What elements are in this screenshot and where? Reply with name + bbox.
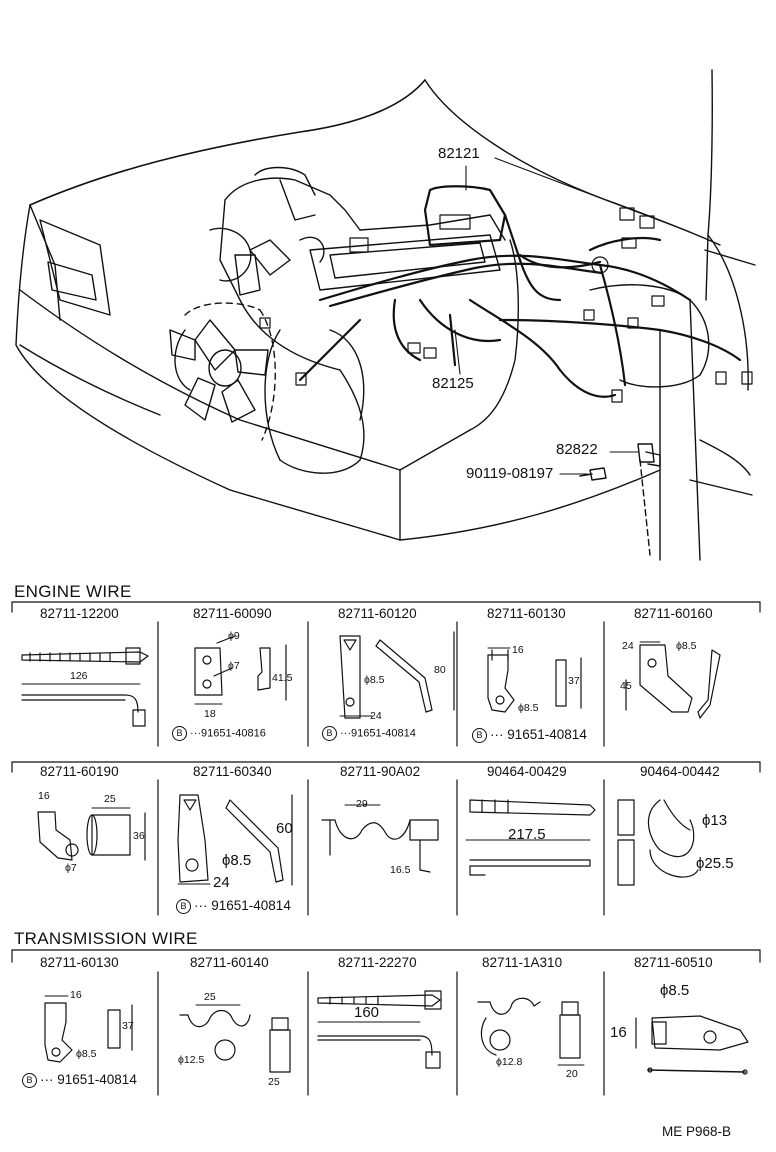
vehicle-body-outline: [15, 69, 756, 561]
dimension-label: 24: [622, 640, 634, 652]
part-82711-60120-drawing: [339, 631, 455, 719]
dimension-label: 16: [38, 790, 50, 802]
dimension-label: 24: [213, 874, 230, 891]
callout-82125: 82125: [432, 375, 474, 392]
part-90464-00429-drawing: [465, 799, 596, 876]
dimension-label: 217.5: [508, 826, 546, 843]
dimension-label: 126: [70, 670, 88, 682]
part-number: 82711-60510: [634, 955, 713, 970]
bracket-82822: [637, 443, 661, 467]
part-number: 82711-60130: [487, 606, 566, 621]
dimension-label: ϕ12.5: [178, 1054, 205, 1066]
part-number: 82711-22270: [338, 955, 417, 970]
dimension-label: 20: [566, 1068, 578, 1080]
part-82711-22270-drawing: [317, 990, 442, 1069]
dimension-label: 16.5: [390, 864, 411, 876]
dimension-label: ϕ25.5: [696, 855, 734, 872]
transmission-wire-section-title: TRANSMISSION WIRE: [14, 929, 198, 948]
part-number: 82711-60120: [338, 606, 417, 621]
part-number: 82711-60340: [193, 764, 272, 779]
bolt-marker: B: [322, 726, 337, 741]
part-82711-12200-drawing: [21, 647, 149, 727]
dimension-label: 16: [512, 644, 524, 656]
dimension-label: 160: [354, 1004, 380, 1021]
dimension-label: ϕ13: [702, 812, 728, 829]
part-90464-00442-drawing: [617, 799, 699, 886]
dimension-label: 37: [122, 1020, 134, 1032]
dimension-label: 18: [204, 708, 216, 720]
bolt-reference: B··· 91651-40814: [22, 1072, 137, 1088]
dimension-label: ϕ8.5: [660, 982, 690, 999]
bolt-marker: B: [176, 898, 191, 914]
part-82711-60190-drawing: [37, 807, 146, 861]
bolt-reference: B··· 91651-40814: [472, 727, 587, 743]
bolt-marker: B: [22, 1072, 37, 1088]
engine-wire-section-title: ENGINE WIRE: [14, 582, 132, 601]
dimension-label: ϕ9: [228, 630, 240, 642]
figure-code: ME P968-B: [662, 1124, 732, 1139]
part-82711-60510-drawing: [635, 1015, 749, 1075]
dimension-label: 16: [70, 989, 82, 1001]
dimension-label: 36: [133, 830, 145, 842]
part-number: 82711-90A02: [340, 764, 421, 779]
dimension-label: 41.5: [272, 672, 293, 684]
bolt-90119: [579, 467, 607, 481]
dimension-label: ϕ7: [228, 660, 240, 672]
dimension-label: ϕ8.5: [76, 1048, 97, 1060]
dimension-label: 37: [568, 675, 580, 687]
part-number: 82711-60160: [634, 606, 713, 621]
wiring-harness: [298, 185, 742, 398]
part-number: 82711-60140: [190, 955, 269, 970]
dimension-label: 80: [434, 664, 446, 676]
cooling-fan: [169, 302, 276, 441]
dimension-label: ϕ8.5: [676, 640, 697, 652]
section-frames: [11, 601, 761, 1096]
bolt-reference: B···91651-40816: [172, 726, 266, 741]
callout-82822: 82822: [556, 441, 598, 458]
part-82711-60090-drawing: [194, 635, 287, 705]
part-82711-60130-drawing: [487, 647, 582, 713]
part-82711-1A310-drawing: [477, 997, 585, 1066]
part-82711-60130-trans-drawing: [44, 995, 133, 1063]
dimension-label: 16: [610, 1024, 627, 1041]
bolt-reference: B··· 91651-40814: [176, 898, 291, 914]
dimension-label: 45: [620, 680, 632, 692]
part-number: 90464-00442: [640, 764, 720, 779]
part-number: 82711-1A310: [482, 955, 563, 970]
dimension-label: 25: [204, 991, 216, 1003]
callout-90119-08197: 90119-08197: [466, 465, 554, 482]
callout-leaders: [454, 157, 691, 475]
dimension-label: 25: [104, 793, 116, 805]
dimension-label: 25: [268, 1076, 280, 1088]
part-82711-90A02-drawing: [321, 804, 439, 873]
part-82711-60160-drawing: [625, 641, 721, 719]
dimension-label: ϕ8.5: [222, 852, 252, 869]
dimension-label: ϕ12.8: [496, 1056, 523, 1068]
part-number: 82711-12200: [40, 606, 119, 621]
bolt-reference: B···91651-40814: [322, 726, 416, 741]
dimension-label: ϕ8.5: [518, 702, 539, 714]
part-number: 82711-60130: [40, 955, 119, 970]
dimension-label: 24: [370, 710, 382, 722]
dimension-label: ϕ8.5: [364, 674, 385, 686]
dimension-label: 29: [356, 798, 368, 810]
dimension-label: ϕ7: [65, 862, 77, 874]
part-number: 82711-60190: [40, 764, 119, 779]
part-number: 82711-60090: [193, 606, 272, 621]
part-82711-60140-drawing: [179, 1004, 291, 1073]
callout-82121: 82121: [438, 145, 480, 162]
part-number: 90464-00429: [487, 764, 567, 779]
bolt-marker: B: [472, 727, 487, 743]
dimension-label: 60: [276, 820, 293, 837]
bolt-marker: B: [172, 726, 187, 741]
part-82711-60340-drawing: [177, 794, 293, 886]
